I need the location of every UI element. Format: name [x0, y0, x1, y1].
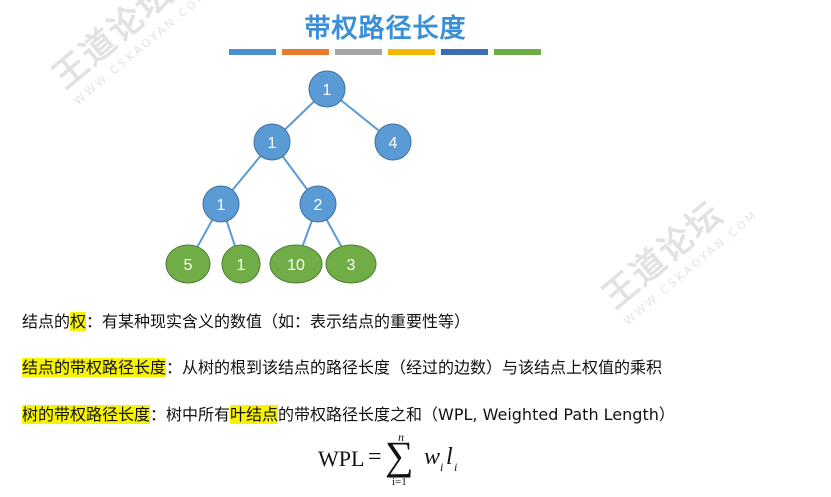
formula-l-sub: i — [454, 460, 458, 474]
node-circle — [299, 185, 337, 223]
formula-l: l — [446, 444, 453, 470]
term-leaf-node: 叶结点 — [230, 405, 279, 424]
term-tree-wpl: 树的带权路径长度 — [22, 405, 151, 424]
node-label: 10 — [287, 257, 305, 274]
leaf-node-llr: 1 — [221, 244, 261, 284]
formula-lhs: WPL — [318, 446, 365, 471]
color-bars — [229, 49, 541, 55]
node-circle — [374, 123, 412, 161]
node-label: 1 — [217, 197, 226, 214]
node-label: 3 — [347, 257, 356, 274]
line1-prefix: 结点的 — [22, 312, 71, 331]
formula-lower-limit: i=1 — [392, 476, 407, 488]
binary-tree-diagram: 1 1 4 1 2 5 1 10 3 — [165, 70, 412, 284]
color-bar-3 — [335, 49, 382, 55]
color-bar-2 — [282, 49, 329, 55]
term-node-wpl: 结点的带权路径长度 — [22, 358, 167, 377]
tree-node-root: 1 — [308, 70, 346, 108]
definition-tree-wpl: 树的带权路径长度：树中所有叶结点的带权路径长度之和（WPL, Weighted … — [22, 401, 675, 425]
color-bar-1 — [229, 49, 276, 55]
line1-text: ：有某种现实含义的数值（如：表示结点的重要性等） — [86, 312, 471, 331]
node-circle — [202, 185, 240, 223]
node-circle — [269, 244, 323, 284]
tree-node-l: 1 — [253, 123, 291, 161]
page-title: 带权路径长度 — [304, 14, 467, 44]
node-circle — [165, 244, 211, 284]
color-bar-4 — [388, 49, 435, 55]
node-circle — [253, 123, 291, 161]
tree-node-r: 4 — [374, 123, 412, 161]
line2-text: ：从树的根到该结点的路径长度（经过的边数）与该结点上权值的乘积 — [166, 358, 663, 377]
definition-weight: 结点的权：有某种现实含义的数值（如：表示结点的重要性等） — [22, 308, 470, 332]
node-circle — [221, 244, 261, 284]
tree-node-ll: 1 — [202, 185, 240, 223]
node-label: 1 — [268, 135, 277, 152]
formula-w-sub: i — [440, 460, 444, 474]
line3-text-b: 的带权路径长度之和（WPL, Weighted Path Length） — [278, 405, 675, 424]
node-label: 1 — [323, 82, 332, 99]
node-circle — [325, 244, 377, 284]
leaf-node-lll: 5 — [165, 244, 211, 284]
tree-node-lr: 2 — [299, 185, 337, 223]
definition-node-wpl: 结点的带权路径长度：从树的根到该结点的路径长度（经过的边数）与该结点上权值的乘积 — [22, 354, 662, 378]
node-circle — [308, 70, 346, 108]
formula-upper-limit: n — [398, 430, 404, 444]
leaf-node-lrr: 3 — [325, 244, 377, 284]
term-weight: 权 — [70, 312, 87, 331]
formula-equals: = — [368, 444, 382, 470]
node-label: 2 — [314, 197, 323, 214]
node-label: 4 — [389, 135, 398, 152]
leaf-node-lrl: 10 — [269, 244, 323, 284]
color-bar-5 — [441, 49, 488, 55]
line3-text-a: ：树中所有 — [150, 405, 231, 424]
formula-sigma: ∑ — [385, 433, 414, 478]
color-bar-6 — [494, 49, 541, 55]
node-label: 5 — [184, 257, 193, 274]
node-label: 1 — [237, 257, 246, 274]
formula-w: w — [424, 444, 441, 470]
